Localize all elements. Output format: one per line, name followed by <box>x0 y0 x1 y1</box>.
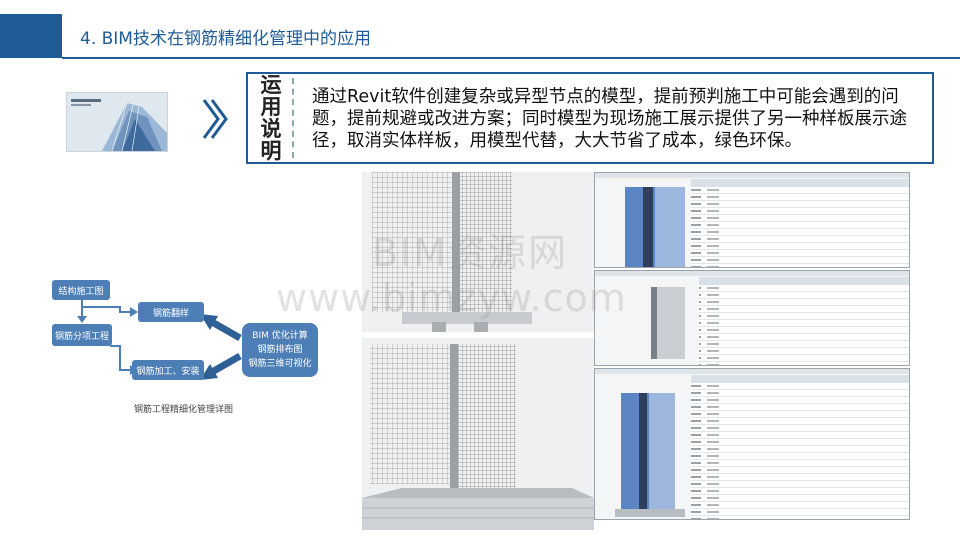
flow-caption: 钢筋工程精细化管理详图 <box>134 405 234 415</box>
bim-line: BIM 优化计算 <box>252 331 308 341</box>
rebar-processing-node: 钢筋加工、安装 <box>132 360 204 380</box>
description-text: 通过Revit软件创建复杂或异型节点的模型，提前预判施工中可能会遇到的问题，提前… <box>312 87 907 151</box>
label-char: 明 <box>260 139 282 163</box>
header-accent-bar <box>0 14 62 58</box>
bim-line: 钢筋三维可视化 <box>248 359 312 369</box>
page-title: 4. BIM技术在钢筋精细化管理中的应用 <box>80 29 371 49</box>
flow-arrows <box>77 300 242 380</box>
label-char: 运 <box>260 73 282 97</box>
rebar-layout-node: 钢筋翻样 <box>138 302 204 322</box>
description-label: 运 用 说 明 <box>258 74 284 162</box>
description-divider <box>292 78 294 158</box>
structural-drawing-node: 结构施工图 <box>52 280 110 300</box>
rebar-schedule-screenshot <box>594 368 910 520</box>
rebar-model-top-image <box>362 172 594 332</box>
label-char: 说 <box>260 117 282 141</box>
rebar-subcontractor-node: 钢筋分项工程 <box>52 324 112 346</box>
rebar-schedule-screenshot <box>594 270 910 366</box>
header-underline <box>62 57 960 59</box>
revit-splash-image <box>66 92 168 152</box>
description-box <box>246 72 934 164</box>
rebar-schedule-screenshot <box>594 172 910 268</box>
bim-line: 钢筋排布图 <box>257 345 303 355</box>
watermark-url: www.bimzyw.com <box>276 276 627 320</box>
double-chevron-right-icon <box>198 94 238 144</box>
rebar-model-bottom-image <box>362 338 594 530</box>
bim-optimization-node: BIM 优化计算 钢筋排布图 钢筋三维可视化 <box>242 323 318 377</box>
watermark-text: BIM资源网 <box>372 231 569 275</box>
label-char: 用 <box>260 95 282 119</box>
